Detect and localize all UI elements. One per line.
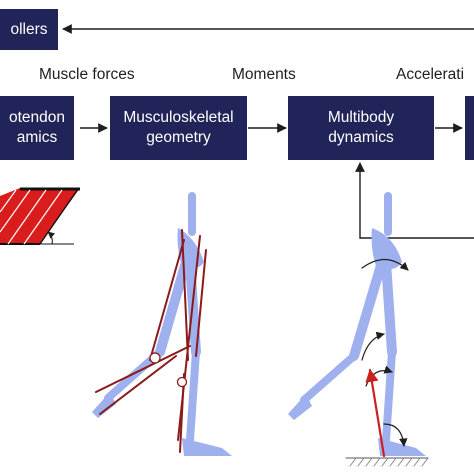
musculoskeletal-label: Musculoskeletal geometry [123, 109, 234, 146]
controllers-block: ollers [0, 9, 58, 50]
multibody-label: Multibody dynamics [327, 109, 395, 146]
musculoskeletal-block: Musculoskeletal geometry [110, 96, 247, 160]
muscle-tendon-sketch [0, 187, 80, 245]
controllers-label: ollers [10, 20, 48, 38]
skeleton-with-moments [288, 192, 429, 467]
moments-label: Moments [232, 66, 296, 83]
accelerations-label: Accelerati [396, 66, 465, 83]
loop-arrow [355, 162, 474, 239]
next-block [465, 96, 474, 160]
skeleton-with-muscles [92, 192, 232, 456]
multibody-block: Multibody dynamics [288, 96, 434, 160]
muscle-tendon-block: otendon amics [0, 96, 74, 160]
muscle-forces-label: Muscle forces [39, 66, 135, 83]
muscle-tendon-label: otendon amics [8, 109, 66, 146]
